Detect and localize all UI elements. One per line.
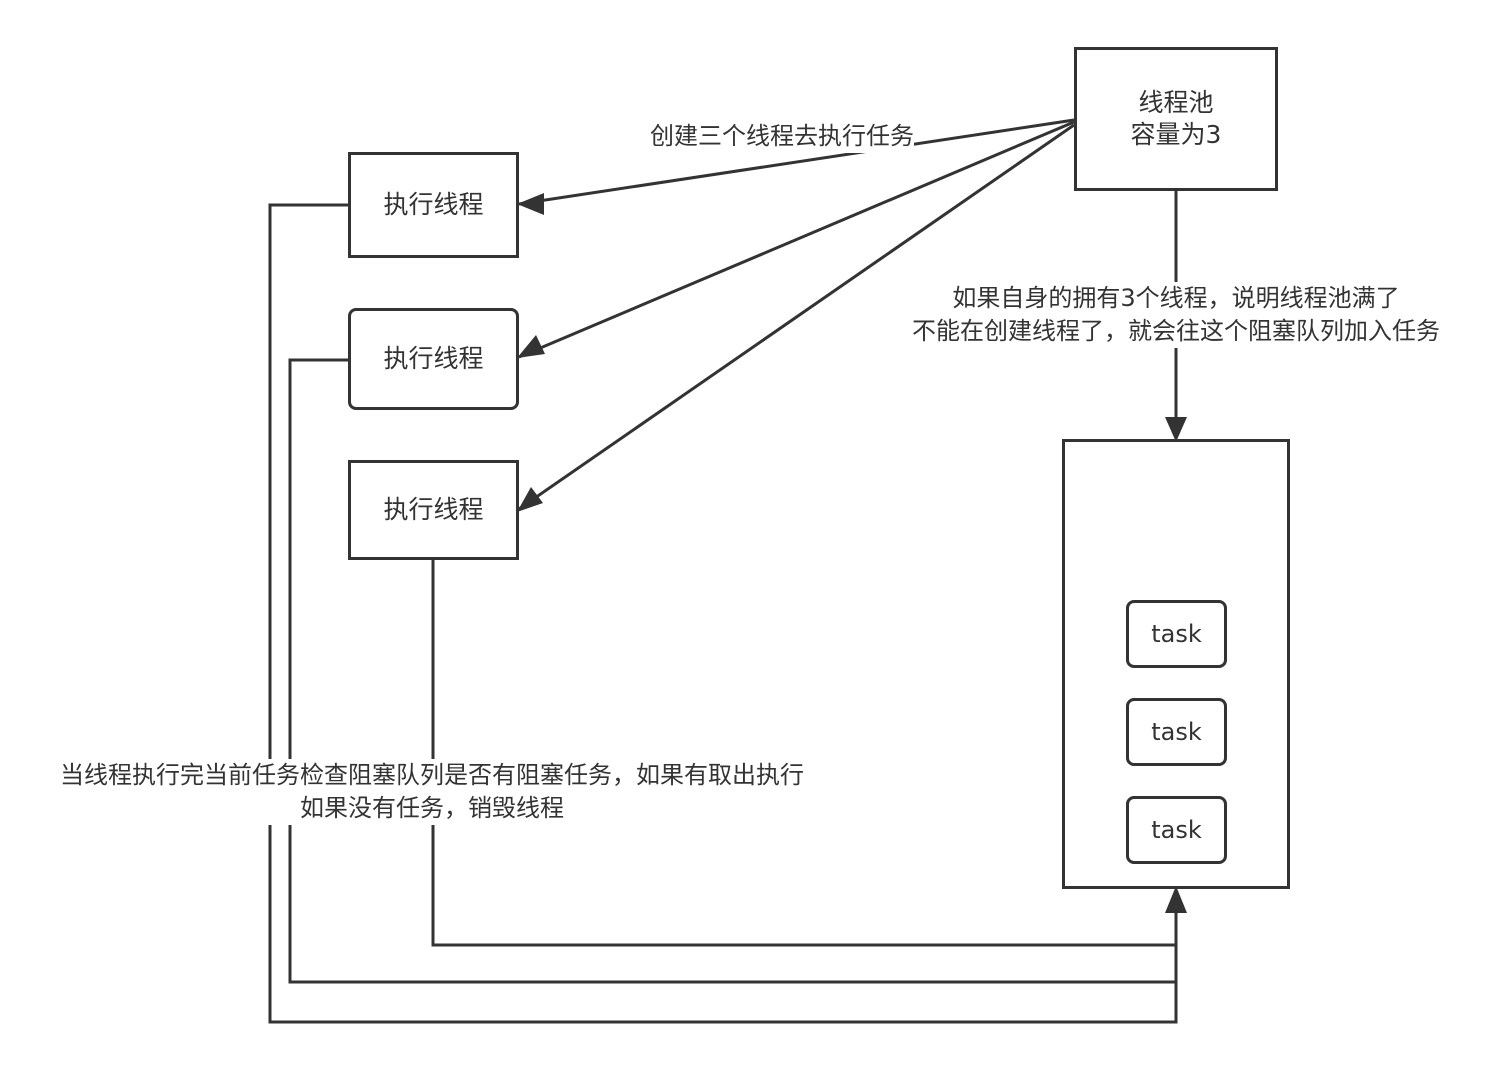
return-line-thread-3 — [431, 558, 1176, 947]
thread-pool-title: 线程池 — [1138, 88, 1214, 117]
pool-to-thread-arrowheads — [517, 193, 545, 512]
thread-pool-capacity: 容量为3 — [1130, 120, 1222, 149]
arrowhead-queue-top — [1165, 417, 1187, 442]
arrowhead-thread-1 — [517, 193, 544, 215]
connector-pool-thread-3 — [518, 123, 1075, 511]
edge-label-pool-full-line2: 不能在创建线程了，就会往这个阻塞队列加入任务 — [912, 317, 1440, 345]
task-box-2: task — [1126, 698, 1227, 766]
thread-box-1: 执行线程 — [348, 152, 519, 258]
thread-box-2: 执行线程 — [348, 308, 519, 410]
edge-label-create-threads: 创建三个线程去执行任务 — [650, 120, 914, 153]
pool-to-thread-connectors — [518, 118, 1075, 511]
arrowhead-thread-2 — [517, 335, 545, 358]
return-connectors — [268, 203, 1178, 1024]
return-line-thread-1 — [268, 203, 1178, 1024]
thread-box-3: 执行线程 — [348, 460, 519, 560]
thread-box-label: 执行线程 — [383, 495, 484, 524]
task-box-3: task — [1126, 796, 1227, 864]
thread-box-label: 执行线程 — [383, 190, 484, 219]
thread-pool-box: 线程池 容量为3 — [1074, 47, 1278, 191]
edge-label-task-finished-line2: 如果没有任务，销毁线程 — [300, 794, 564, 822]
arrowhead-thread-3 — [517, 487, 543, 512]
arrowhead-queue-bottom — [1165, 886, 1187, 913]
edge-label-task-finished-line1: 当线程执行完当前任务检查阻塞队列是否有阻塞任务，如果有取出执行 — [60, 761, 804, 789]
connector-pool-thread-2 — [518, 120, 1075, 359]
task-label: task — [1151, 620, 1202, 648]
edge-label-pool-full: 如果自身的拥有3个线程，说明线程池满了 不能在创建线程了，就会往这个阻塞队列加入… — [886, 282, 1466, 348]
return-line-thread-2 — [288, 358, 1176, 984]
edge-label-task-finished: 当线程执行完当前任务检查阻塞队列是否有阻塞任务，如果有取出执行 如果没有任务，销… — [26, 759, 838, 825]
task-label: task — [1151, 718, 1202, 746]
task-label: task — [1151, 816, 1202, 844]
connector-pool-thread-1 — [518, 118, 1075, 206]
thread-box-label: 执行线程 — [383, 344, 484, 373]
edge-label-pool-full-line1: 如果自身的拥有3个线程，说明线程池满了 — [952, 284, 1400, 312]
task-box-1: task — [1126, 600, 1227, 668]
